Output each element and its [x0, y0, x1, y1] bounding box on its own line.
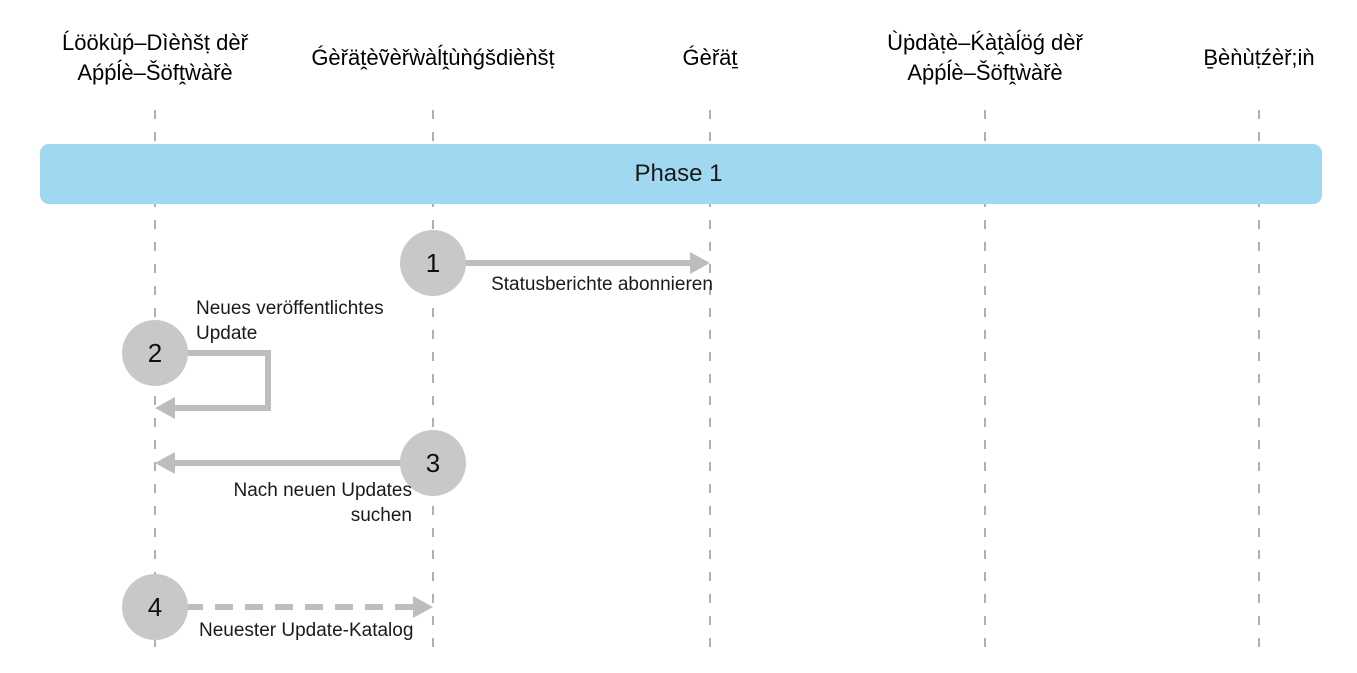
step-number-2[interactable]: 2: [147, 338, 163, 368]
step-label-3: Nach neuen Updates suchen: [233, 480, 412, 526]
step-3-circle[interactable]: [400, 430, 466, 496]
step-label-1: Statusberichte abonnieren: [491, 274, 713, 295]
step-number-3[interactable]: 3: [425, 448, 441, 478]
phase-banner-label: Phase 1: [634, 160, 723, 187]
step-1: [400, 230, 710, 296]
step-number-4[interactable]: 4: [147, 592, 163, 622]
step-1-circle[interactable]: [400, 230, 466, 296]
step-2: [122, 320, 271, 419]
step-label-4: Neuester Update-Katalog: [199, 620, 414, 641]
step-4: [122, 574, 433, 640]
participant-header-device: Ǵèřäṯ: [682, 45, 738, 70]
step-2-circle[interactable]: [122, 320, 188, 386]
participant-header-user: Ḇèǹùṭźèř;iǹ: [1203, 45, 1315, 70]
step-1-arrowhead: [690, 252, 710, 274]
step-2-arrowhead: [155, 397, 175, 419]
step-number-1[interactable]: 1: [425, 248, 441, 278]
participant-header-lookup: Ĺöökùṕ–Dìèǹšṭ dèř Aṕṕĺè–Šöfṱẁàřè: [62, 30, 248, 85]
step-4-arrowhead: [413, 596, 433, 618]
participant-headers: Ĺöökùṕ–Dìèǹšṭ dèř Aṕṕĺè–Šöfṱẁàřè Ǵèřäṱèṽè…: [0, 0, 1357, 110]
step-2-path: [173, 350, 271, 411]
participant-header-mdm: Ǵèřäṱèṽèřẁàĺṱùǹǵšdièǹšṭ: [311, 45, 555, 70]
step-4-circle[interactable]: [122, 574, 188, 640]
step-label-2: Neues veröffentlichtes Update: [196, 298, 384, 344]
step-3: [155, 430, 466, 496]
participant-header-catalog: Ùṗdàṭè–Ḱàṱàĺöǵ dèř Aṗṕĺè–Šöfṱẁàřè: [887, 30, 1083, 85]
phase-banner: [40, 144, 1322, 204]
step-3-arrowhead: [155, 452, 175, 474]
